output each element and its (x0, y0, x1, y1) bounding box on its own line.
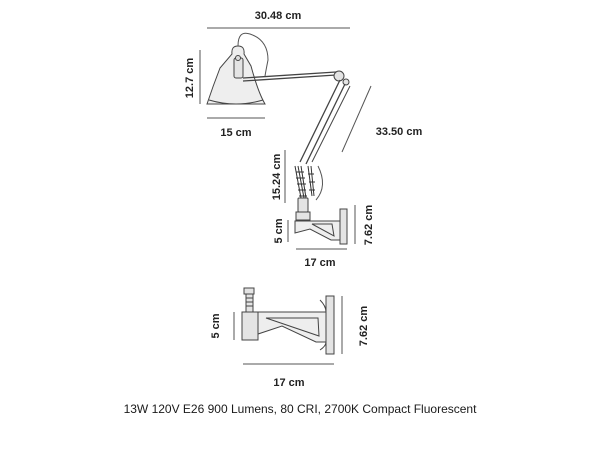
lamp-wall-plate (339, 208, 348, 245)
bracket-socket-top (243, 287, 255, 295)
lamp-lower-arm (299, 79, 346, 165)
label-bracket-view-height: 7.62 cm (358, 306, 370, 347)
bracket-socket (245, 293, 254, 313)
lamp-springs (294, 165, 315, 199)
lamp-wall-bracket-web (311, 223, 335, 237)
bracket-socket-threads (246, 297, 253, 307)
lamp-cable (237, 32, 269, 77)
lamp-drawing (206, 32, 351, 245)
label-bracket-mount-height: 5 cm (210, 313, 222, 338)
top-dimension-lines (199, 27, 372, 250)
bracket-dimension-lines (233, 296, 343, 365)
lamp-lower-arm-rod (311, 85, 351, 163)
lamp-elbow-joint (333, 70, 345, 82)
label-bracket-depth: 17 cm (304, 257, 335, 269)
lamp-shade-rim (208, 99, 264, 105)
label-spring-height: 15.24 cm (271, 154, 283, 201)
lamp-shade-cap (233, 57, 244, 79)
label-overall-width: 30.48 cm (255, 10, 302, 22)
lamp-swivel (297, 197, 309, 213)
lamp-elbow-joint-small (342, 78, 350, 86)
label-shade-height: 12.7 cm (184, 58, 196, 99)
bracket-arm-web (265, 317, 320, 337)
label-mount-height: 5 cm (273, 218, 285, 243)
spec-line: 13W 120V E26 900 Lumens, 80 CRI, 2700K C… (123, 402, 477, 416)
label-arm-reach: 33.50 cm (376, 126, 423, 138)
bracket-mount-block (241, 311, 259, 341)
bracket-wall-plate (325, 295, 335, 355)
label-bracket-view-depth: 17 cm (273, 377, 304, 389)
bracket-wall-plate-flare (319, 299, 327, 351)
label-bracket-height: 7.62 cm (363, 205, 375, 246)
lamp-swivel-collar (295, 211, 311, 221)
lamp-cable-lower (315, 165, 323, 201)
bracket-detail-drawing (241, 287, 335, 355)
dim-line-arm-reach (341, 85, 372, 153)
label-shade-width: 15 cm (220, 127, 251, 139)
lamp-shade-switch (235, 55, 241, 61)
lamp-upper-arm (242, 71, 337, 82)
